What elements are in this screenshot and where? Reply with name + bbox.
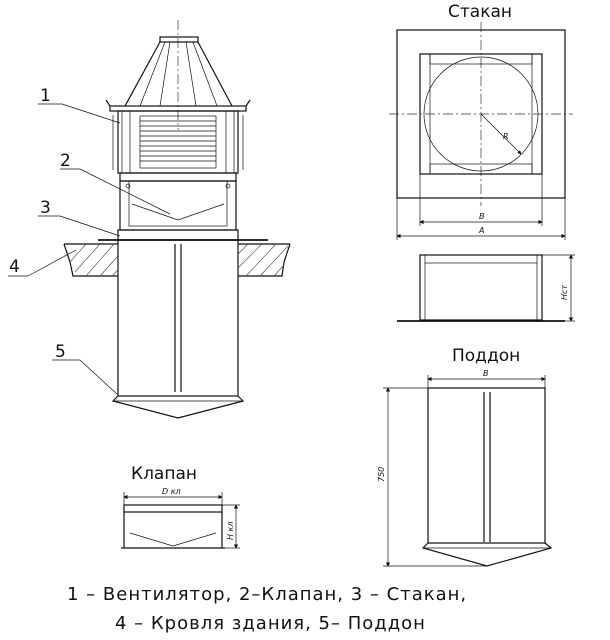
klapan-dim-d: D кл: [162, 487, 181, 496]
stakan-dim-a: A: [478, 226, 484, 235]
stakan-dim-b: B: [479, 212, 485, 221]
stakan-radius-label: R: [503, 132, 509, 141]
callout-2: 2: [60, 151, 71, 171]
poddon-body: [111, 239, 245, 419]
fan-hood: [105, 36, 251, 112]
caption-line-2: 4 – Кровля здания, 5– Поддон: [115, 613, 426, 634]
klapan-height-label: Н кл: [226, 521, 235, 540]
poddon-height-label: 750: [377, 467, 386, 482]
callout-4: 4: [9, 257, 20, 277]
callout-1: 1: [40, 86, 51, 106]
callout-leaders: [8, 103, 171, 396]
stakan-band: [117, 229, 239, 241]
stakan-height-label: Нст: [560, 285, 569, 300]
fan-body: [112, 110, 244, 174]
roof-section: [63, 243, 291, 277]
callout-3: 3: [40, 198, 51, 218]
legend-caption: 1 – Вентилятор, 2–Клапан, 3 – Стакан, 4 …: [67, 584, 467, 634]
caption-line-1: 1 – Вентилятор, 2–Клапан, 3 – Стакан,: [67, 584, 467, 605]
stakan-title: Стакан: [448, 2, 512, 22]
poddon-view: Поддон B 750: [377, 346, 553, 567]
callout-5: 5: [55, 342, 66, 362]
valve-assembly: [119, 172, 237, 231]
poddon-dim-b: B: [483, 369, 489, 378]
assembly-view: 1 2 3 4 5: [8, 20, 291, 419]
klapan-view: Клапан D кл Н кл: [121, 464, 240, 549]
klapan-title: Клапан: [131, 464, 197, 484]
poddon-title: Поддон: [452, 346, 520, 366]
stakan-view: Стакан R B A Нст: [389, 2, 575, 322]
